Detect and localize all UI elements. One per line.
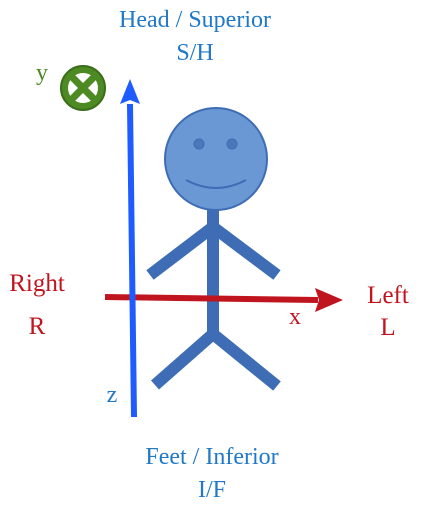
figure-arm-right [146,222,217,280]
right-label: Right [9,270,65,297]
left-label: Left [367,282,409,309]
z-axis-label: z [106,382,118,408]
stick-figure [146,107,281,391]
z-axis-arrow [120,79,140,418]
right-abbrev: R [28,313,46,340]
figure-head [164,107,268,211]
inferior-label: Feet / Inferior [145,444,279,470]
x-axis-arrow [104,288,343,312]
x-axis-label: x [289,304,301,330]
superior-label: Head / Superior [119,7,271,33]
figure-arm-left [209,222,281,280]
out-of-plane-axis-icon [60,65,106,111]
superior-abbrev: S/H [176,40,214,66]
y-axis-label: y [36,60,48,86]
figure-leg-left [209,329,281,391]
figure-smile [185,179,247,189]
left-abbrev: L [380,314,396,341]
inferior-abbrev: I/F [197,477,226,503]
figure-leg-right [151,329,217,390]
figure-right-eye [226,138,238,150]
figure-left-eye [193,138,205,150]
